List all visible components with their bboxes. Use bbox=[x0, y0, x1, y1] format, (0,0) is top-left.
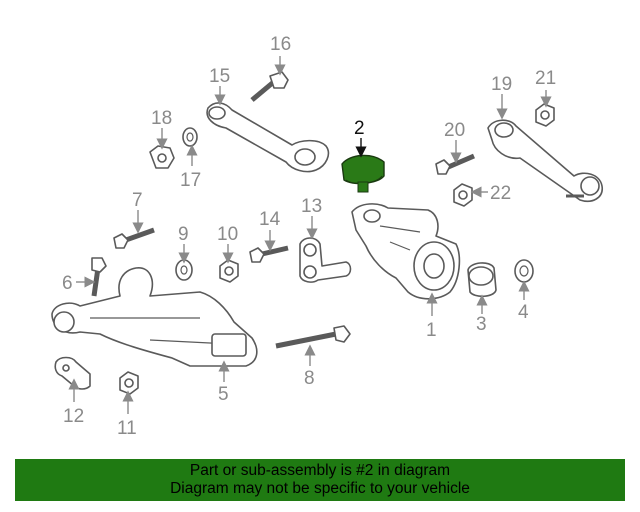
callout-15[interactable]: 15 bbox=[209, 66, 230, 87]
callout-21[interactable]: 21 bbox=[535, 68, 556, 89]
callout-6[interactable]: 6 bbox=[62, 273, 73, 294]
part-9-washer[interactable] bbox=[175, 259, 193, 281]
callout-11[interactable]: 11 bbox=[117, 418, 137, 439]
leader-lines bbox=[68, 56, 552, 414]
part-3-bushing[interactable] bbox=[467, 262, 497, 298]
part-4-washer[interactable] bbox=[514, 259, 534, 283]
banner-line-1: Part or sub-assembly is #2 in diagram bbox=[189, 462, 451, 479]
part-17-washer[interactable] bbox=[182, 127, 198, 147]
info-banner: Part or sub-assembly is #2 in diagram Di… bbox=[15, 459, 625, 501]
callout-labels: 16 15 18 17 2 19 21 20 22 13 14 10 9 7 6… bbox=[62, 34, 556, 439]
part-10-nut[interactable] bbox=[219, 259, 239, 283]
part-16-bolt[interactable] bbox=[250, 71, 289, 102]
part-20-bolt[interactable] bbox=[435, 153, 475, 175]
parts-diagram: 16 15 18 17 2 19 21 20 22 13 14 10 9 7 6… bbox=[51, 34, 603, 439]
part-13-link[interactable] bbox=[299, 237, 352, 283]
part-22-nut[interactable] bbox=[453, 183, 473, 207]
callout-16[interactable]: 16 bbox=[270, 34, 291, 55]
part-21-nut[interactable] bbox=[535, 103, 555, 127]
part-7-bolt[interactable] bbox=[113, 227, 155, 249]
callout-22[interactable]: 22 bbox=[490, 183, 511, 204]
callout-19[interactable]: 19 bbox=[491, 74, 512, 95]
callout-8[interactable]: 8 bbox=[304, 368, 315, 389]
part-5-lower-arm[interactable] bbox=[51, 267, 258, 367]
callout-17[interactable]: 17 bbox=[180, 170, 201, 191]
part-8-bolt[interactable] bbox=[275, 325, 351, 349]
part-6-bolt[interactable] bbox=[91, 257, 107, 297]
part-18-nut[interactable] bbox=[149, 145, 175, 169]
part-14-bolt[interactable] bbox=[249, 245, 289, 263]
callout-20[interactable]: 20 bbox=[444, 120, 465, 141]
part-19-upper-arm-right[interactable] bbox=[487, 119, 603, 202]
part-12-bracket[interactable] bbox=[54, 356, 91, 390]
callout-2[interactable]: 2 bbox=[354, 118, 365, 139]
callout-7[interactable]: 7 bbox=[132, 190, 143, 211]
callout-14[interactable]: 14 bbox=[259, 209, 281, 230]
callout-3[interactable]: 3 bbox=[476, 314, 487, 335]
callout-1[interactable]: 1 bbox=[426, 320, 437, 341]
part-2-bump-stop[interactable] bbox=[341, 154, 385, 193]
part-1-knuckle[interactable] bbox=[351, 203, 461, 300]
callout-13[interactable]: 13 bbox=[301, 196, 322, 217]
callout-9[interactable]: 9 bbox=[178, 224, 189, 245]
part-11-nut[interactable] bbox=[119, 371, 139, 395]
callout-12[interactable]: 12 bbox=[63, 406, 84, 427]
part-15-upper-arm[interactable] bbox=[206, 102, 330, 173]
callout-10[interactable]: 10 bbox=[217, 224, 238, 245]
callout-5[interactable]: 5 bbox=[218, 384, 229, 405]
banner-line-2: Diagram may not be specific to your vehi… bbox=[170, 480, 470, 497]
callout-18[interactable]: 18 bbox=[151, 108, 172, 129]
callout-4[interactable]: 4 bbox=[518, 302, 529, 323]
